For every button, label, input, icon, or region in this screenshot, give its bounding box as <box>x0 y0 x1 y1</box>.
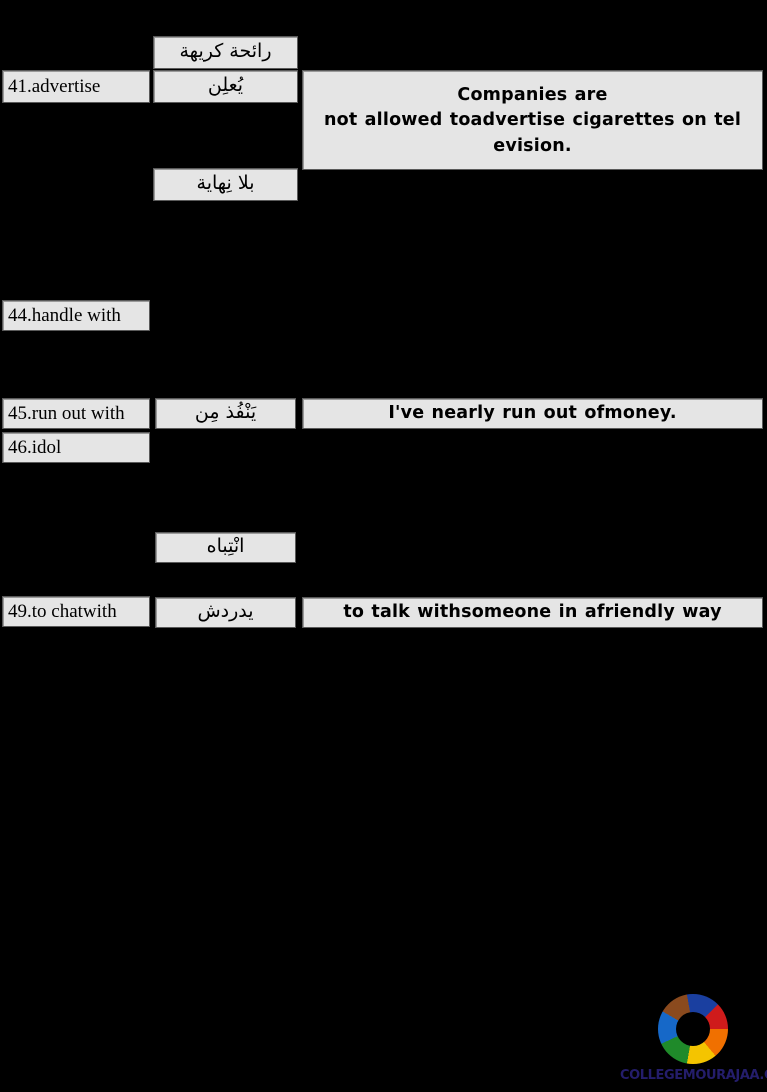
sentence-line-2: not allowed toadvertise cigarettes on te… <box>323 110 742 131</box>
sentence-cell-row-41: Companies are not allowed toadvertise ci… <box>302 70 763 170</box>
arabic-cell-row-42: بلا نِهاية <box>153 168 298 201</box>
watermark-url: COLLEGEMOURAJAA.COM <box>620 1068 767 1083</box>
arabic-cell-row-45: يَنْفُذ مِن <box>155 398 296 429</box>
arabic-cell-row-40: رائحة كريهة <box>153 36 298 69</box>
watermark: COLLEGEMOURAJAA.COM <box>620 994 767 1092</box>
sentence-cell-row-45: I've nearly run out ofmoney. <box>302 398 763 429</box>
sentence-line-3: evision. <box>493 135 572 156</box>
colorwheel-center-hole <box>676 1012 710 1046</box>
arabic-cell-row-41: يُعلِن <box>153 70 298 103</box>
term-cell-row-44: 44.handle with <box>2 300 150 331</box>
sentence-cell-row-49: to talk withsomeone in afriendly way <box>302 597 763 628</box>
colorwheel-logo-icon <box>658 994 728 1064</box>
term-cell-row-45: 45.run out with <box>2 398 150 429</box>
term-cell-row-46: 46.idol <box>2 432 150 463</box>
arabic-cell-row-49: يدردش <box>155 597 296 628</box>
watermark-url-text: COLLEGEMOURAJAA.COM <box>620 1068 767 1083</box>
sentence-line-1: Companies are <box>457 85 608 105</box>
term-cell-row-49: 49.to chatwith <box>2 596 150 627</box>
term-cell-row-41: 41.advertise <box>2 70 150 103</box>
arabic-cell-row-48: انْتِباه <box>155 532 296 563</box>
